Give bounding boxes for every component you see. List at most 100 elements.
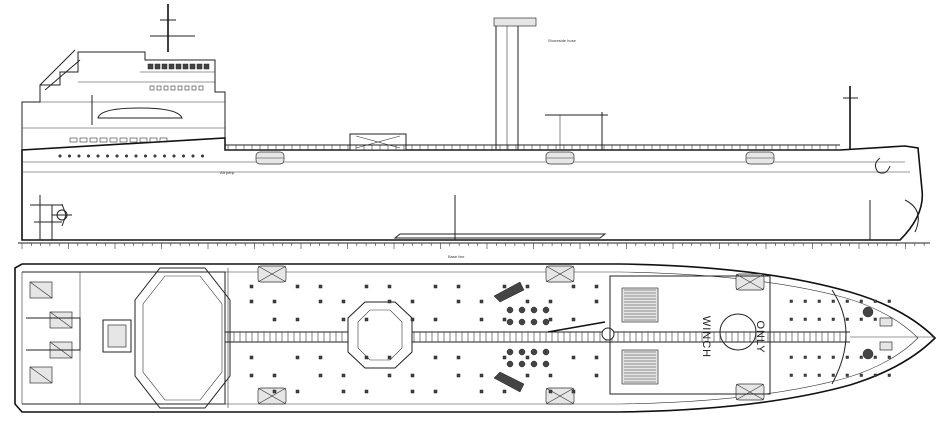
porthole: [143, 154, 148, 158]
deck-fitting: [410, 317, 415, 322]
deck-fitting: [364, 284, 369, 289]
manifold-valve: [518, 318, 526, 326]
hose-saddle-port: [493, 281, 525, 303]
deck-fitting: [249, 355, 254, 360]
bridge-window: [196, 63, 203, 70]
deck-fitting: [433, 284, 438, 289]
deck-window: [149, 85, 155, 91]
portholes-row: [58, 137, 205, 158]
deck-fitting: [318, 355, 323, 360]
deck-fitting: [525, 373, 530, 378]
deck-fitting: [873, 355, 877, 359]
crane-base-plan: [601, 327, 615, 341]
deck-fitting: [859, 299, 863, 303]
deck-fitting: [318, 299, 323, 304]
deck-fitting: [887, 373, 891, 377]
windlass-port: [862, 306, 874, 318]
liferaft-plan-cross: [257, 387, 287, 405]
deck-fitting: [456, 355, 461, 360]
hatch-lines: [624, 289, 656, 383]
manifold-valve: [506, 318, 514, 326]
deck-fitting: [387, 299, 392, 304]
deck-fitting: [803, 317, 807, 321]
deck-fitting: [571, 284, 576, 289]
deck-fitting: [479, 299, 484, 304]
deck-fitting: [548, 373, 553, 378]
bridge-windows: [147, 63, 210, 91]
porthole: [124, 154, 129, 158]
deck-fitting: [548, 389, 553, 394]
deck-fitting: [387, 355, 392, 360]
manifold-valve: [530, 306, 538, 314]
deck-fitting: [831, 317, 835, 321]
liferaft-profile-group: [255, 151, 775, 165]
bridge-deck-hexagon: [134, 267, 231, 409]
porthole: [200, 154, 205, 158]
deck-fitting: [594, 355, 599, 360]
bridge-window: [168, 63, 175, 70]
deck-fitting: [845, 355, 849, 359]
deck-fitting: [410, 373, 415, 378]
deck-fitting: [318, 284, 323, 289]
bridge-deck-hexagon-inner: [142, 275, 223, 401]
manifold-valve: [542, 306, 550, 314]
deck-fitting: [789, 355, 793, 359]
hose-saddle-stbd: [493, 371, 525, 393]
porthole: [86, 154, 91, 158]
accommodation-plan: [22, 271, 226, 405]
deck-fitting: [433, 355, 438, 360]
keel-bar: [393, 233, 607, 239]
manifold-valve: [530, 360, 538, 368]
bridge-window: [161, 63, 168, 70]
porthole: [105, 154, 110, 158]
only-label: ONLY: [754, 320, 766, 353]
deck-fitting: [295, 284, 300, 289]
bridge-window: [203, 63, 210, 70]
stern-note: Aft perp.: [220, 170, 235, 175]
deck-fitting: [387, 284, 392, 289]
deck-fitting: [594, 299, 599, 304]
accommodation-window: [129, 137, 138, 143]
deck-fitting: [789, 299, 793, 303]
forecastle-break: [831, 289, 847, 385]
deck-fitting: [272, 389, 277, 394]
deck-fitting: [594, 284, 599, 289]
manifold-valves: [506, 306, 550, 368]
winch-cross: [29, 366, 53, 384]
deck-fitting: [803, 373, 807, 377]
deck-fitting: [571, 389, 576, 394]
porthole: [134, 154, 138, 158]
windlass-stbd: [862, 348, 874, 360]
deck-plan-outline: [14, 263, 937, 413]
liferaft-plan-cross: [257, 265, 287, 283]
deck-fitting: [387, 373, 392, 378]
deck-fitting: [571, 355, 576, 360]
deck-window: [177, 85, 183, 91]
stern-rudder: [30, 195, 62, 240]
deck-window: [191, 85, 197, 91]
liferaft-plan-cross: [545, 265, 575, 283]
accommodation-window: [149, 137, 158, 143]
deck-window: [156, 85, 162, 91]
porthole: [58, 154, 62, 158]
deck-fitting: [295, 355, 300, 360]
deck-window: [170, 85, 176, 91]
manifold-valve: [518, 348, 526, 356]
deck-fitting: [318, 373, 323, 378]
helicopter-winch-circle: [719, 313, 757, 351]
crane-boom-aft: [39, 49, 76, 86]
hull-profile-outline: [21, 137, 924, 241]
manifold-valve: [518, 360, 526, 368]
steering-gear-room: [26, 317, 81, 351]
manifold-valve: [506, 360, 514, 368]
deck-fitting: [364, 317, 369, 322]
manifold-crane: [545, 112, 608, 150]
deck-fitting: [817, 373, 821, 377]
deck-fitting: [859, 317, 863, 321]
deck-fitting: [594, 373, 599, 378]
deck-fitting: [873, 299, 877, 303]
draft-note: Base line: [448, 254, 465, 259]
deck-fitting: [272, 317, 277, 322]
crane-jib: [493, 17, 537, 27]
manifold-valve: [506, 306, 514, 314]
